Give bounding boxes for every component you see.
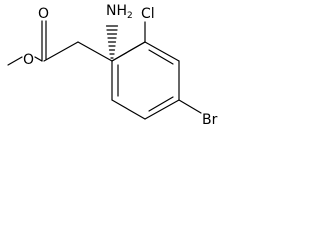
hashed-wedge-bond: [105, 25, 119, 59]
benzene-ring: [111, 41, 180, 120]
amine-label: NH: [106, 3, 127, 19]
bond-ch2-chiral: [77, 41, 113, 62]
bond-oxygen-carbonyl: [34, 56, 43, 62]
ester-oxygen-label: O: [23, 52, 34, 68]
carbonyl-oxygen-label: O: [38, 6, 49, 22]
molecule-drawing: O O NH 2 Cl Br: [7, 3, 218, 128]
bond-ring-bromine: [178, 99, 202, 114]
bond-carbonyl-ch2: [43, 41, 79, 62]
amine-subscript: 2: [127, 11, 133, 21]
chlorine-label: Cl: [141, 6, 155, 22]
structure-diagram: O O NH 2 Cl Br: [0, 0, 262, 136]
bond-methyl-oxygen: [7, 56, 23, 66]
bromine-label: Br: [202, 112, 218, 128]
